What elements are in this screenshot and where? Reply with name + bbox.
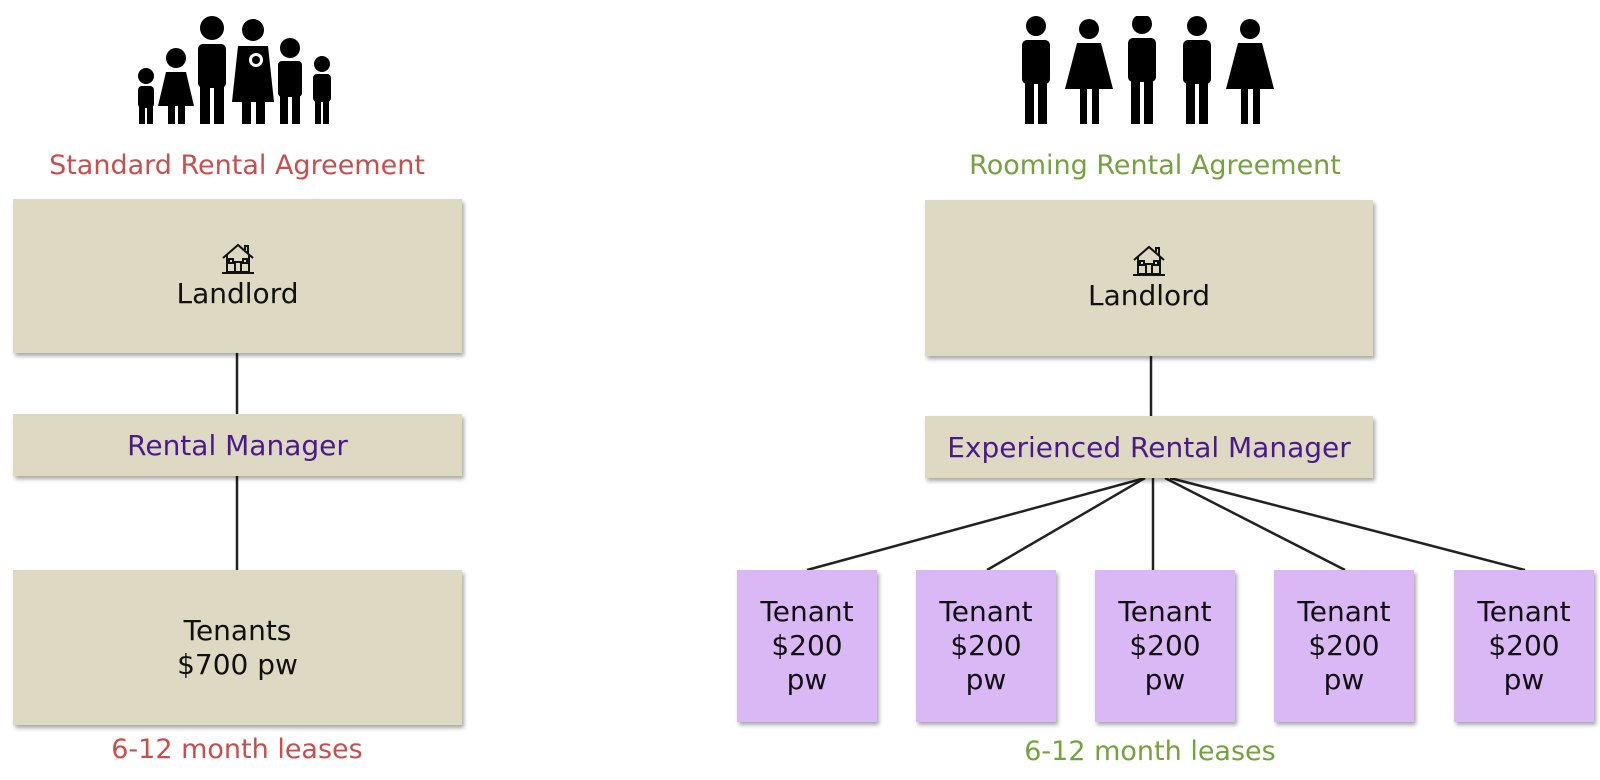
- tenant-box-1: Tenant $200 pw: [737, 570, 877, 722]
- group-of-adults-icon: [1022, 16, 1274, 124]
- tenant-2-line1: Tenant: [939, 595, 1033, 628]
- family-icon: [138, 16, 331, 124]
- tenant-box-3: Tenant $200 pw: [1095, 570, 1235, 722]
- house-icon: [221, 243, 254, 274]
- tenant-box-4: Tenant $200 pw: [1274, 570, 1414, 722]
- left-manager-box: Rental Manager: [13, 414, 462, 476]
- tenant-2-line2: $200: [950, 629, 1022, 662]
- tenant-3-line3: pw: [1144, 663, 1186, 696]
- right-manager-box: Experienced Rental Manager: [925, 416, 1373, 478]
- connector-manager-tenant-5: [1169, 476, 1526, 572]
- tenant-3-line1: Tenant: [1118, 595, 1212, 628]
- tenant-3-line2: $200: [1129, 629, 1201, 662]
- tenant-4-line2: $200: [1308, 629, 1380, 662]
- right-landlord-label: Landlord: [1088, 279, 1210, 312]
- tenant-5-line1: Tenant: [1477, 595, 1571, 628]
- tenant-1-line2: $200: [771, 629, 843, 662]
- tenant-5-line2: $200: [1488, 629, 1560, 662]
- tenant-5-line3: pw: [1503, 663, 1545, 696]
- left-landlord-label: Landlord: [176, 277, 299, 310]
- left-title: Standard Rental Agreement: [49, 150, 425, 181]
- house-icon: [1133, 245, 1165, 276]
- right-landlord-box: Landlord: [925, 200, 1373, 356]
- connector-manager-tenant-4: [1164, 476, 1346, 572]
- right-manager-label: Experienced Rental Manager: [947, 430, 1351, 464]
- tenant-box-2: Tenant $200 pw: [916, 570, 1056, 722]
- connector-manager-tenant-2: [986, 476, 1146, 572]
- tenant-4-line1: Tenant: [1297, 595, 1391, 628]
- tenant-2-line3: pw: [965, 663, 1007, 696]
- left-tenants-box: Tenants $700 pw: [13, 570, 462, 725]
- tenant-1-line3: pw: [786, 663, 828, 696]
- left-footer: 6-12 month leases: [111, 734, 363, 765]
- tenant-1-line1: Tenant: [760, 595, 854, 628]
- left-tenants-label-line1: Tenants: [183, 613, 292, 647]
- right-title: Rooming Rental Agreement: [969, 150, 1341, 181]
- right-footer: 6-12 month leases: [1024, 736, 1276, 767]
- left-tenants-label-line2: $700 pw: [177, 647, 298, 681]
- left-landlord-box: Landlord: [13, 199, 462, 353]
- tenant-box-5: Tenant $200 pw: [1454, 570, 1594, 722]
- tenant-4-line3: pw: [1323, 663, 1365, 696]
- left-manager-label: Rental Manager: [127, 428, 348, 462]
- connector-manager-tenant-1: [806, 476, 1146, 572]
